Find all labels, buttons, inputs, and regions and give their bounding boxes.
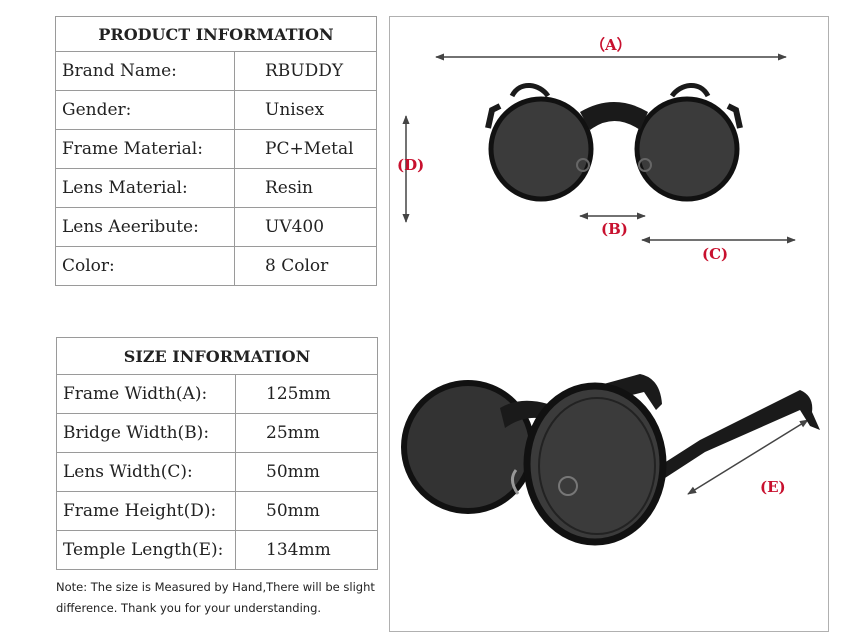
table-row: Color:8 Color <box>55 246 377 286</box>
dimension-label-c: (C) <box>702 245 729 263</box>
table-row: Gender:Unisex <box>55 90 377 130</box>
table-row: Lens Material:Resin <box>55 168 377 208</box>
row-label: Frame Width(A): <box>56 374 236 414</box>
dimension-label-a: （A） <box>590 36 632 54</box>
size-info-title: SIZE INFORMATION <box>56 337 378 375</box>
table-row: Brand Name:RBUDDY <box>55 51 377 91</box>
table-row: Bridge Width(B):25mm <box>56 413 378 453</box>
product-image-panel <box>389 16 829 632</box>
temple-arrow <box>687 419 809 495</box>
row-value: 50mm <box>235 452 378 492</box>
row-label: Gender: <box>55 90 235 130</box>
row-value: UV400 <box>234 207 377 247</box>
row-value: Resin <box>234 168 377 208</box>
dimension-label-b: (B) <box>601 220 628 238</box>
row-label: Frame Height(D): <box>56 491 236 531</box>
dimension-label-e: (E) <box>760 478 786 496</box>
side-view-glasses <box>401 374 820 546</box>
front-view-glasses <box>485 83 743 202</box>
table-row: Lens Width(C):50mm <box>56 452 378 492</box>
row-label: Lens Material: <box>55 168 235 208</box>
row-value: 8 Color <box>234 246 377 286</box>
row-value: Unisex <box>234 90 377 130</box>
table-row: Lens Aeeribute:UV400 <box>55 207 377 247</box>
product-info-table: PRODUCT INFORMATION Brand Name:RBUDDY Ge… <box>55 16 377 286</box>
size-info-table: SIZE INFORMATION Frame Width(A):125mm Br… <box>56 337 378 570</box>
product-info-title: PRODUCT INFORMATION <box>55 16 377 52</box>
measurement-note: Note: The size is Measured by Hand,There… <box>56 580 375 615</box>
row-label: Color: <box>55 246 235 286</box>
row-value: PC+Metal <box>234 129 377 169</box>
table-row: Frame Height(D):50mm <box>56 491 378 531</box>
table-row: Temple Length(E):134mm <box>56 530 378 570</box>
table-row: Frame Width(A):125mm <box>56 374 378 414</box>
dimension-label-d: (D) <box>397 156 425 174</box>
row-label: Bridge Width(B): <box>56 413 236 453</box>
row-label: Lens Aeeribute: <box>55 207 235 247</box>
table-row: Frame Material:PC+Metal <box>55 129 377 169</box>
row-value: 125mm <box>235 374 378 414</box>
row-label: Brand Name: <box>55 51 235 91</box>
row-value: 134mm <box>235 530 378 570</box>
